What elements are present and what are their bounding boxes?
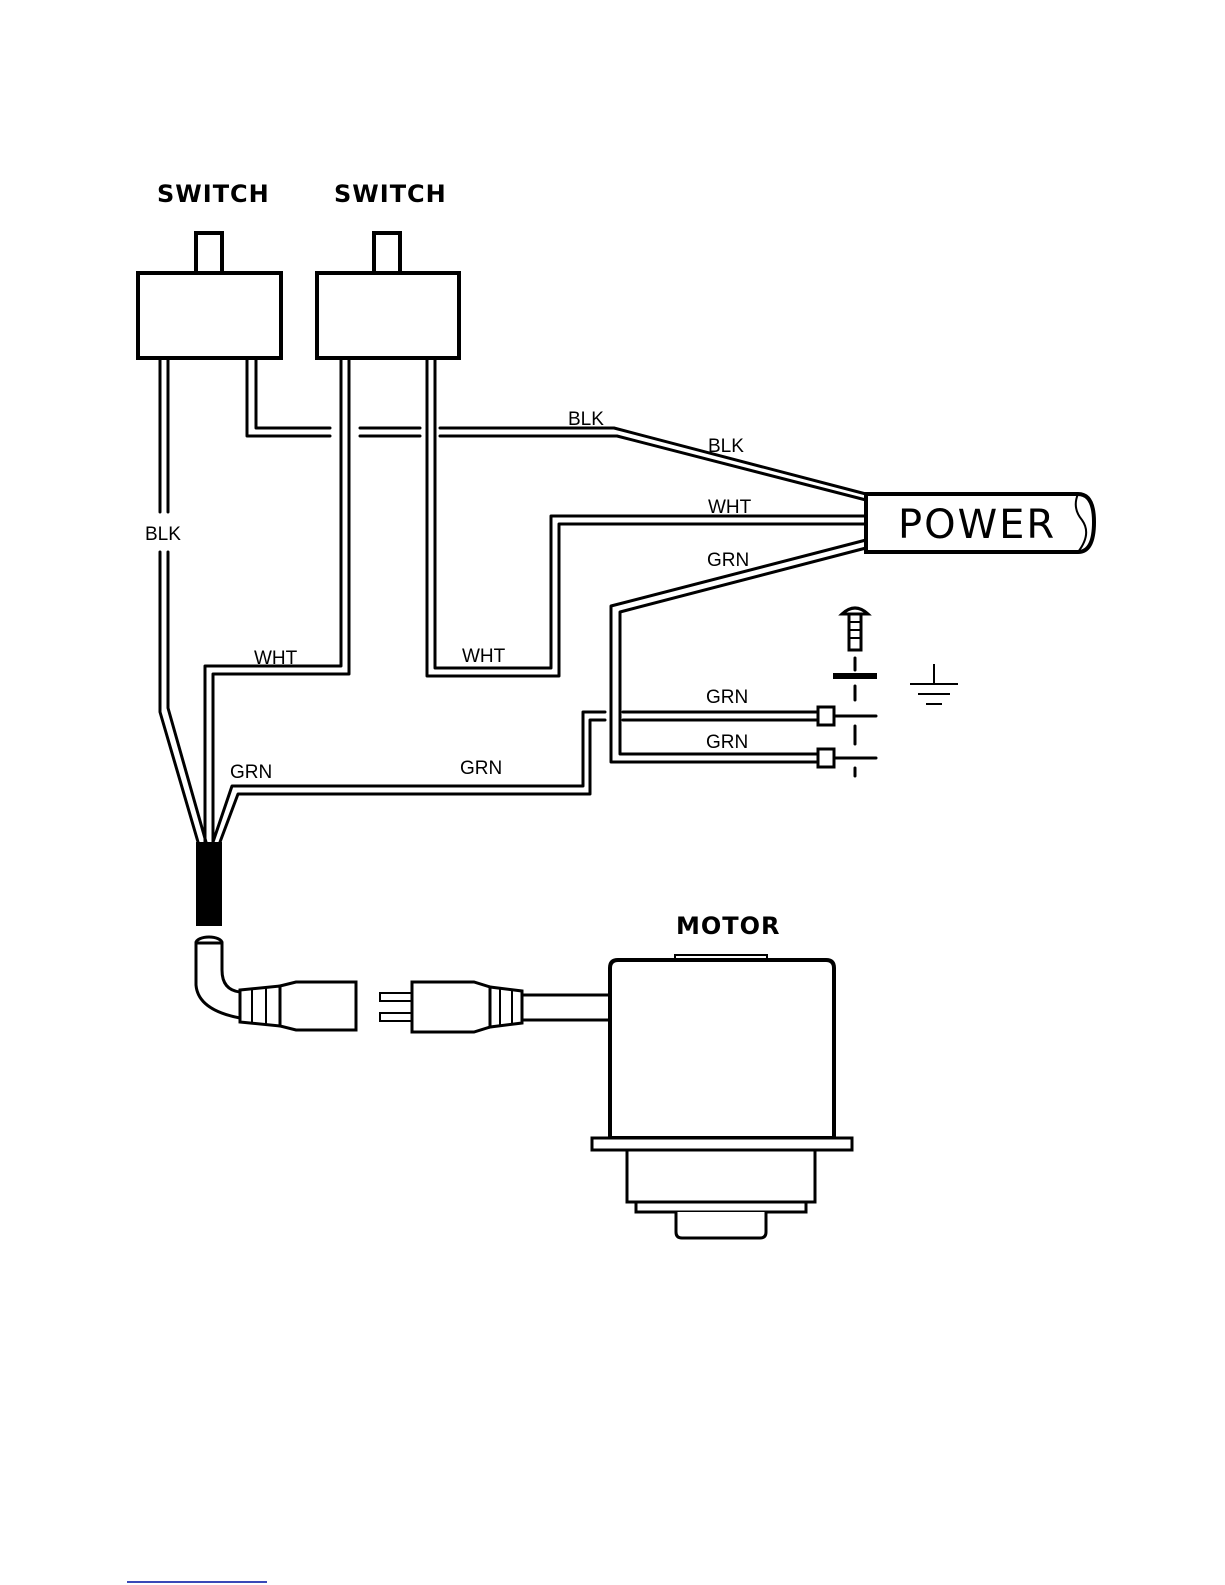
wire-label-grn-ground-1: GRN	[706, 687, 748, 708]
wire-wht-mid	[427, 358, 866, 676]
motor	[592, 955, 852, 1238]
wire-label-blk-top-2: BLK	[708, 436, 744, 457]
wire-label-grn-bottom: GRN	[460, 758, 502, 779]
switch-left	[138, 233, 281, 358]
switch-left-label: SWITCH	[157, 180, 270, 208]
wire-label-wht-top: WHT	[708, 497, 752, 518]
wire-grn-power	[611, 540, 866, 762]
ground-screw-icon	[833, 608, 877, 776]
ground-symbol-icon	[910, 664, 958, 704]
switch-right	[317, 233, 459, 358]
switch-right-label: SWITCH	[334, 180, 447, 208]
motor-label: MOTOR	[676, 912, 781, 940]
wire-label-blk-top-1: BLK	[568, 409, 604, 430]
power-label: POWER	[898, 502, 1056, 548]
ground-terminal-2	[818, 749, 876, 767]
bottom-rule	[127, 1581, 267, 1583]
wire-label-wht-mid: WHT	[462, 646, 506, 667]
wire-wht-left	[205, 358, 349, 842]
wire-label-wht-left: WHT	[254, 648, 298, 669]
switch-cord	[196, 842, 240, 1018]
receptacle-connector	[240, 982, 356, 1030]
ground-terminal-1	[818, 707, 876, 725]
wire-blk-left	[160, 358, 206, 842]
wire-label-grn-cord: GRN	[230, 762, 272, 783]
wire-label-grn-ground-2: GRN	[706, 732, 748, 753]
wire-label-grn-power: GRN	[707, 550, 749, 571]
wire-label-blk-left: BLK	[145, 524, 181, 545]
plug-connector	[380, 982, 610, 1032]
